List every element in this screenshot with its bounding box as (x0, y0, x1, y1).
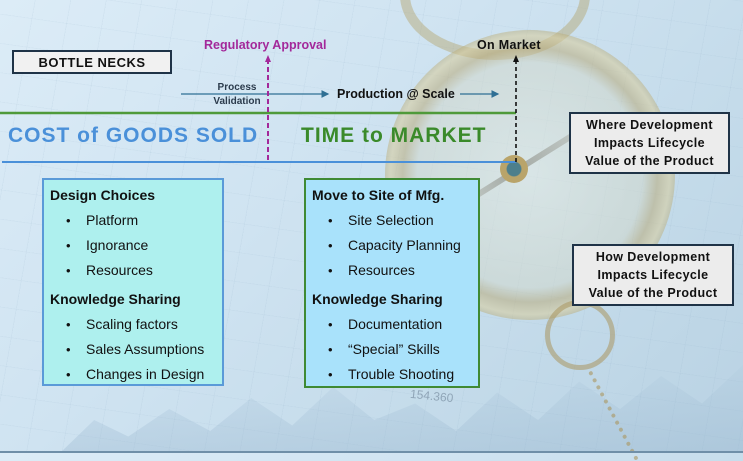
compass-hub (500, 155, 528, 183)
move-to-site-list: • Site Selection • Capacity Planning • Reso… (312, 208, 472, 283)
regulatory-approval-label: Regulatory Approval (204, 38, 327, 52)
where-development-callout: Where Development Impacts Lifecycle Valu… (569, 112, 730, 174)
list-item-text: “Special” Skills (348, 341, 440, 357)
callout-line: Where Development (586, 118, 713, 132)
list-item-text: Trouble Shooting (348, 366, 455, 382)
production-at-scale-label: Production @ Scale (337, 87, 455, 101)
list-item: • Trouble Shooting (312, 362, 472, 387)
callout-line: How Development (595, 250, 711, 264)
list-item: • Resources (312, 258, 472, 283)
callout-line: Value of the Product (588, 286, 718, 300)
list-item: • Capacity Planning (312, 233, 472, 258)
list-item-text: Capacity Planning (348, 237, 461, 253)
list-item-text: Platform (86, 212, 139, 228)
slide-footer-bar (0, 451, 743, 453)
list-item-text: Resources (348, 262, 415, 278)
list-item-text: Sales Assumptions (86, 341, 205, 357)
bullet-icon: • (66, 263, 71, 278)
bullet-icon: • (66, 342, 71, 357)
process-validation-label: Process Validation (205, 81, 269, 109)
list-item: • Sales Assumptions (50, 337, 216, 362)
list-item: • Site Selection (312, 208, 472, 233)
on-market-arrowhead (513, 55, 519, 62)
bullet-icon: • (328, 317, 333, 332)
regulatory-arrowhead (265, 55, 271, 62)
list-item-text: Site Selection (348, 212, 434, 228)
list-item-text: Changes in Design (86, 366, 205, 382)
on-market-label: On Market (477, 38, 541, 52)
section-title-move-to-site: Move to Site of Mfg. (312, 187, 445, 203)
list-item: • Platform (50, 208, 216, 233)
list-item-text: Documentation (348, 316, 443, 332)
list-item-text: Resources (86, 262, 153, 278)
knowledge-sharing-list: • Scaling factors • Sales Assumptions • Cha… (50, 312, 216, 387)
callout-line: Impacts Lifecycle (597, 268, 709, 282)
list-item: • Scaling factors (50, 312, 216, 337)
cost-of-goods-sold-title: COST of GOODS SOLD (8, 124, 259, 147)
list-item: • Changes in Design (50, 362, 216, 387)
time-to-market-title: TIME to MARKET (301, 124, 487, 147)
bullet-icon: • (328, 263, 333, 278)
bullet-icon: • (66, 367, 71, 382)
bullet-icon: • (66, 213, 71, 228)
process-validation-line-2: Validation (213, 96, 261, 107)
bullet-icon: • (66, 238, 71, 253)
callout-line: Value of the Product (585, 154, 714, 168)
bottlenecks-label: BOTTLE NECKS (12, 50, 172, 74)
list-item-text: Scaling factors (86, 316, 178, 332)
process-validation-line-1: Process (217, 82, 257, 93)
section-title-design-choices: Design Choices (50, 187, 156, 203)
list-item: • Ignorance (50, 233, 216, 258)
section-title-knowledge-sharing: Knowledge Sharing (50, 291, 181, 307)
bullet-icon: • (328, 367, 333, 382)
bullet-icon: • (328, 238, 333, 253)
bullet-icon: • (66, 317, 71, 332)
list-item-text: Ignorance (86, 237, 149, 253)
list-item: • “Special” Skills (312, 337, 472, 362)
section-title-knowledge-sharing: Knowledge Sharing (312, 291, 443, 307)
list-item: • Resources (50, 258, 216, 283)
design-choices-list: • Platform • Ignorance • Resources (50, 208, 216, 283)
bullet-icon: • (328, 342, 333, 357)
bullet-icon: • (328, 213, 333, 228)
how-development-callout: How Development Impacts Lifecycle Value … (572, 244, 734, 306)
callout-line: Impacts Lifecycle (593, 136, 706, 150)
cost-of-goods-panel: Design Choices • Platform • Ignorance • Res… (42, 178, 224, 386)
knowledge-sharing-list: • Documentation • “Special” Skills • Troubl… (312, 312, 472, 387)
time-to-market-panel: Move to Site of Mfg. • Site Selection • Ca… (304, 178, 480, 388)
list-item: • Documentation (312, 312, 472, 337)
